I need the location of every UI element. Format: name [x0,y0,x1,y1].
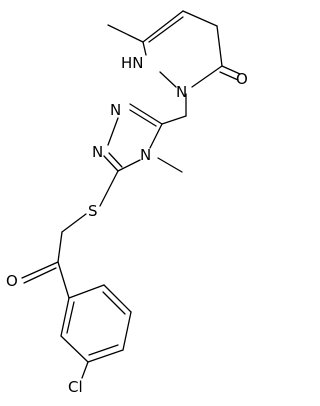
bond-n1-c6 [142,41,147,56]
atom-label-n-triazole-top: N [110,101,121,119]
bond-c5t-n4 [149,123,163,149]
atom-labels: HN O N N N N S O Cl [6,54,248,396]
bond-n2t-c3t-inner [108,152,123,168]
bond-c3-o-inner [219,71,239,81]
molecule-drawing: HN O N N N N S O Cl [6,10,248,396]
bond-co-o-inner [23,267,57,284]
bond-ar-4 [87,349,124,363]
dihydropyridazinone-ring-bonds [107,10,241,88]
atom-label-o-ketone: O [6,272,18,290]
bond-ar-cl [81,361,89,379]
bond-ar-2-inner [102,291,126,315]
bond-ar-1 [68,284,105,299]
atom-label-nh: HN [121,54,144,72]
atom-label-o-ring: O [236,70,248,88]
bond-c5-c4 [182,10,218,27]
atom-label-s: S [88,202,98,220]
bond-ar-3 [122,311,132,351]
linker-bonds [161,93,187,125]
bond-c3t-s [99,170,119,207]
bond-c3-n2 [191,65,223,88]
bond-c3-o [221,65,241,75]
bond-c5t-n1t [129,103,163,125]
atom-label-n-junction: N [176,83,187,101]
bond-c3t-n4 [117,159,141,172]
atom-label-n-triazole-left: N [92,143,103,161]
bond-ar-5 [60,335,89,363]
bond-co-ipso [57,261,70,299]
bond-ch2-c5t [161,115,187,125]
bond-ar-2 [103,284,132,313]
bond-n4-methyl [157,157,183,173]
atom-label-cl: Cl [68,378,83,396]
bond-ar-6 [60,297,70,337]
bond-c6-c5-inner [148,16,184,43]
bond-co-o [21,261,59,279]
bond-c4-c3 [216,25,223,67]
bond-n2t-c3t [103,155,119,172]
bond-s-ch2 [61,213,87,233]
triazole-ring-bonds [103,103,183,173]
thioether-ketone-bonds [21,170,119,299]
chemical-structure-figure: HN O N N N N S O Cl [6,10,248,396]
bond-n2-n1 [159,71,177,88]
atom-label-n-methyl: N [140,146,151,164]
bond-ar-6-inner [66,301,75,334]
bond-ch2-co [57,231,63,263]
bond-ar-4-inner [88,344,119,356]
bond-n1t-n2t [107,117,119,146]
bond-c6-c5 [142,10,184,43]
bond-c5t-n1t-inner [129,109,157,127]
bond-methyl-c6 [107,24,144,43]
chlorophenyl-ring-bonds [60,284,132,379]
